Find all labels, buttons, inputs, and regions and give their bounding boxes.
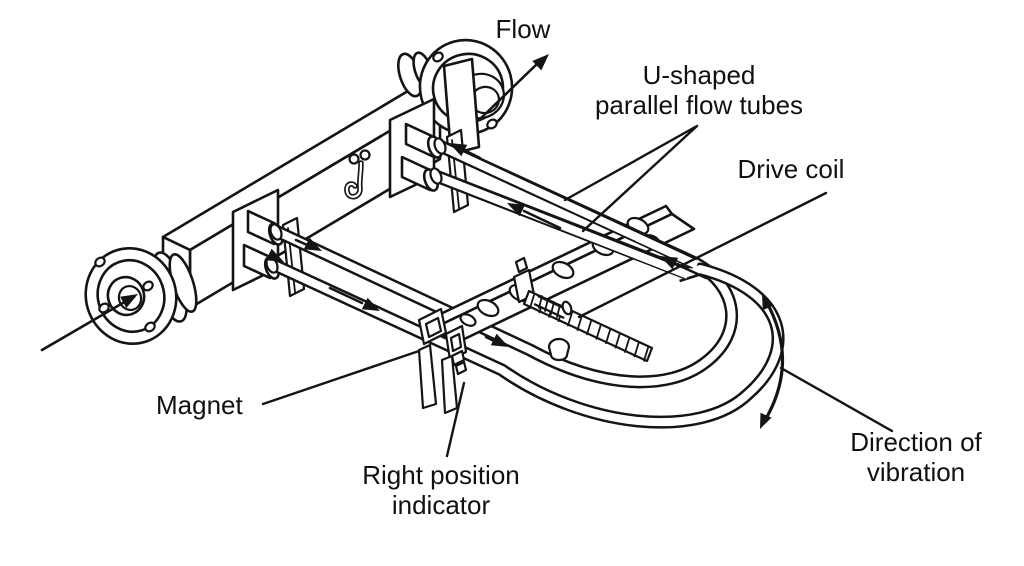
u-tubes-leader bbox=[563, 124, 699, 233]
tube-sleeves bbox=[265, 137, 447, 274]
outlet-port-plate bbox=[442, 57, 481, 156]
u-tubes-label-line2: parallel flow tubes bbox=[595, 90, 803, 120]
magnet-leader bbox=[261, 349, 421, 406]
drive-coil-leader bbox=[577, 191, 828, 319]
right-position-label-line1: Right position bbox=[362, 460, 520, 490]
drive-coil bbox=[512, 256, 654, 363]
hook-fitting bbox=[344, 149, 371, 200]
right-position-label-line2: indicator bbox=[392, 490, 491, 520]
inlet-flow-arrow bbox=[40, 294, 138, 352]
vibration-label-line2: vibration bbox=[867, 457, 965, 487]
u-tubes-label-line1: U-shaped bbox=[643, 60, 756, 90]
flow-tube-return-legs bbox=[433, 140, 699, 280]
magnet-assembly bbox=[417, 307, 448, 410]
magnet-fin bbox=[417, 343, 438, 410]
tube-flow-arrows bbox=[265, 143, 708, 347]
drive-coil-dome bbox=[547, 337, 571, 362]
flow-label: Flow bbox=[496, 14, 551, 44]
vibration-arrow bbox=[760, 294, 785, 429]
indicator-leader bbox=[445, 381, 466, 458]
drive-coil-label: Drive coil bbox=[738, 154, 845, 184]
vibration-label-line1: Direction of bbox=[850, 427, 982, 457]
vibration-leader bbox=[779, 366, 894, 433]
flow-tube-far bbox=[273, 225, 739, 389]
flow-arrow bbox=[477, 54, 549, 122]
flow-tube-near bbox=[269, 258, 785, 429]
magnet-label: Magnet bbox=[156, 390, 243, 420]
